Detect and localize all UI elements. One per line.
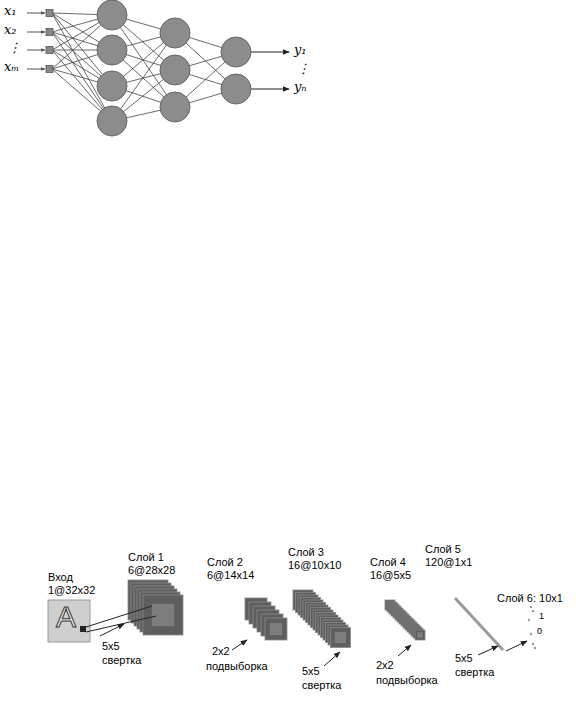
layer-name: Слой 4 [370,556,406,569]
operation-name: подвыборка [376,674,438,687]
convolution-cone [86,606,152,627]
layer-name: Слой 3 [288,546,324,559]
neural-network [27,0,289,136]
output-dot [530,633,532,635]
layer-size: 16@5x5 [370,569,411,582]
input-symbol: xₘ [4,60,19,75]
output-symbol: y₁ [294,43,307,58]
input-arrow [27,13,45,14]
layer-size: 6@28x28 [128,564,175,577]
weight-line [52,13,112,121]
input-node [46,47,53,54]
output-index: 1 [539,611,544,621]
input-image [48,600,90,642]
layer-name: Слой 1 [128,551,164,564]
output-index: 0 [537,626,542,636]
neuron [97,106,127,136]
layer-name: Слой 5 [425,543,461,556]
step-arrow [398,645,411,656]
neuron [160,55,190,85]
feature-map-stack [385,600,425,640]
kernel-size: 5x5 [102,640,120,653]
step-arrow [232,640,247,650]
operation-name: свертка [102,654,141,667]
kernel-size: 5x5 [302,665,320,678]
layer-size: 120@1x1 [425,556,472,569]
operation-name: подвыборка [206,660,268,673]
neuron [160,18,190,48]
neuron [97,71,127,101]
input-node [46,10,53,17]
input-node [46,66,53,73]
feature-map-stack [128,580,183,635]
layer-size: 6@14x14 [207,569,254,582]
layer-5-vector [455,598,503,650]
operation-name: свертка [455,666,494,679]
operation-name: свертка [302,679,341,692]
input-arrow [27,69,45,70]
output-arrow [251,52,289,53]
input-arrow [27,50,45,51]
step-arrow [100,624,124,636]
ellipsis: ⋮ [297,62,310,77]
layer-size: 16@10x10 [288,559,341,572]
kernel-size: 5x5 [455,652,473,665]
neuron [221,74,251,104]
output-dot [528,619,530,621]
feature-map-stack [245,598,287,640]
output-dot [532,610,534,612]
input-node [46,29,53,36]
input-arrow [27,32,45,33]
neuron [97,0,127,30]
layer-name: Слой 6: 10x1 [497,592,563,605]
layer-name: Слой 2 [207,556,243,569]
lenet-diagram [48,580,536,666]
layer-size: 1@32x32 [48,584,95,597]
neuron [160,92,190,122]
step-arrow [506,641,527,651]
input-letter: A [56,602,76,632]
convolution-cone [86,616,156,632]
neuron [221,37,251,67]
ellipsis: ⋮ [8,41,21,56]
output-dot [534,647,536,649]
input-symbol: x₁ [4,4,17,19]
kernel-size: 2x2 [212,645,230,658]
input-symbol: x₂ [4,23,17,38]
receptive-field [80,626,86,632]
step-arrow [324,652,340,666]
output-arrow [251,89,289,90]
feature-map-stack [293,590,351,648]
output-symbol: yₙ [294,80,307,95]
kernel-size: 2x2 [376,659,394,672]
output-dot [530,606,532,608]
neuron [97,35,127,65]
layer-name: Вход [48,571,73,584]
step-arrow [478,646,498,655]
output-dot [532,643,534,645]
